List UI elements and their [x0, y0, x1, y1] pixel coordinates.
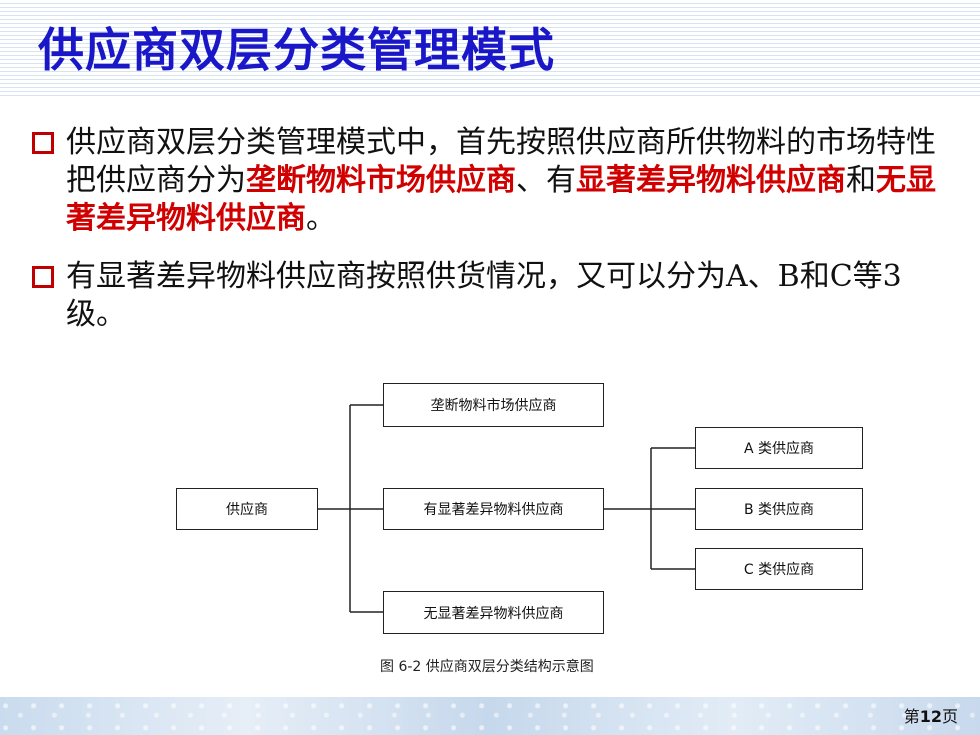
bullet-1-seg-5: 和 — [846, 163, 876, 198]
node-root: 供应商 — [176, 488, 318, 530]
node-nonsignificant: 无显著差异物料供应商 — [383, 591, 604, 634]
bullet-1-seg-1: 供应商双层分类管理模式中，首先按照供应商所供物料的市场特性把供应商分为 — [66, 125, 936, 198]
bullet-1-seg-7: 。 — [306, 201, 336, 236]
bullet-1: 供应商双层分类管理模式中，首先按照供应商所供物料的市场特性把供应商分为垄断物料市… — [32, 124, 952, 238]
slide-title: 供应商双层分类管理模式 — [38, 23, 555, 77]
bullet-1-text: 供应商双层分类管理模式中，首先按照供应商所供物料的市场特性把供应商分为垄断物料市… — [66, 124, 952, 238]
title-band — [0, 0, 980, 98]
diagram-caption: 图 6-2 供应商双层分类结构示意图 — [380, 659, 594, 675]
node-monopoly: 垄断物料市场供应商 — [383, 383, 604, 427]
bullet-2-seg-1: 有显著差异物料供应商按照供货情况，又可以分为A、B和C等3级。 — [66, 259, 902, 332]
page-suffix: 页 — [941, 707, 958, 726]
node-class-c: C 类供应商 — [695, 548, 863, 590]
square-bullet-icon — [32, 132, 54, 154]
node-class-b: B 类供应商 — [695, 488, 863, 530]
bullet-2: 有显著差异物料供应商按照供货情况，又可以分为A、B和C等3级。 — [32, 258, 952, 334]
footer-band: 第12页 — [0, 697, 980, 735]
square-bullet-icon — [32, 266, 54, 288]
bullet-1-highlight-significant: 显著差异物料供应商 — [576, 163, 846, 198]
bullet-2-text: 有显著差异物料供应商按照供货情况，又可以分为A、B和C等3级。 — [66, 258, 952, 334]
node-class-a: A 类供应商 — [695, 427, 863, 469]
bullet-1-seg-3: 、有 — [516, 163, 576, 198]
bullet-1-highlight-monopoly: 垄断物料市场供应商 — [246, 163, 516, 198]
page-number-value: 12 — [919, 707, 942, 726]
page-number: 第12页 — [904, 703, 958, 727]
node-significant: 有显著差异物料供应商 — [383, 488, 604, 530]
bullet-1-highlight-nonsignificant: 无显著差异物料供应商 — [66, 163, 936, 236]
page-prefix: 第 — [903, 707, 920, 726]
